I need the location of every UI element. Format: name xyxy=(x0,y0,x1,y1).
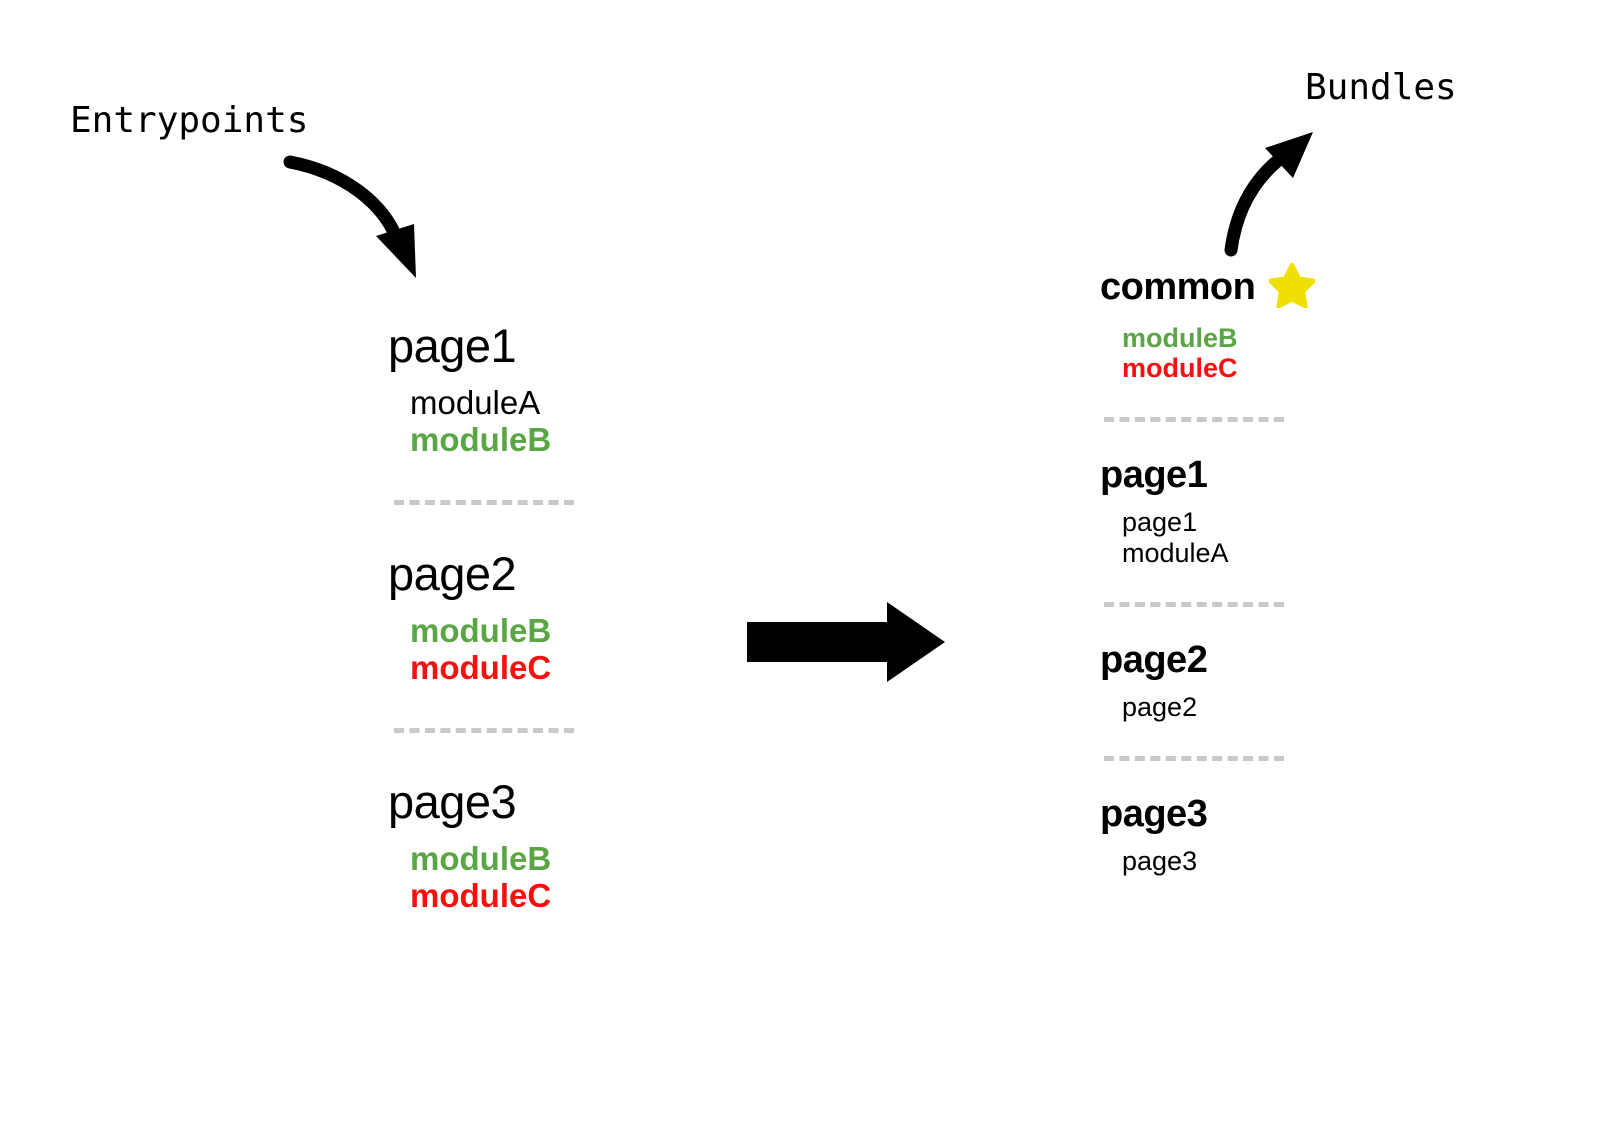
group-divider xyxy=(1104,756,1284,762)
bundle-group: common moduleB moduleC xyxy=(1100,262,1440,383)
entrypoint-name: page1 xyxy=(388,319,517,372)
entrypoints-label: Entrypoints xyxy=(70,100,309,141)
module-list: page3 xyxy=(1122,846,1440,876)
star-icon xyxy=(1269,262,1316,308)
module-item: moduleB xyxy=(1122,323,1238,353)
bundle-name: page2 xyxy=(1100,638,1208,681)
curved-arrow-down-right-icon xyxy=(283,155,416,278)
entrypoints-column: page1 moduleA moduleB page2 moduleB modu… xyxy=(388,322,688,915)
module-item: moduleB xyxy=(410,839,552,877)
module-list: moduleB moduleC xyxy=(1122,323,1440,383)
entrypoint-title-row: page2 xyxy=(388,550,688,597)
bundles-column: common moduleB moduleC page1 page1 modul… xyxy=(1100,262,1440,876)
module-item: moduleA xyxy=(1122,537,1229,568)
module-item: moduleB xyxy=(410,420,552,458)
module-item: page2 xyxy=(1122,691,1198,722)
module-item: moduleC xyxy=(410,648,552,686)
bundles-label: Bundles xyxy=(1305,67,1457,108)
module-item: moduleC xyxy=(410,876,552,914)
curved-arrow-up-right-icon xyxy=(1224,132,1313,257)
bundle-group: page3 page3 xyxy=(1100,795,1440,876)
module-list: page1 moduleA xyxy=(1122,507,1440,567)
bundle-group: page2 page2 xyxy=(1100,641,1440,722)
entrypoint-name: page3 xyxy=(388,774,517,828)
module-item: moduleA xyxy=(410,384,541,421)
entrypoint-name: page2 xyxy=(388,546,517,600)
module-list: moduleA moduleB xyxy=(410,384,688,459)
entrypoint-group: page2 moduleB moduleC xyxy=(388,550,688,687)
bundle-title-row: page2 xyxy=(1100,641,1440,679)
entrypoint-group: page3 moduleB moduleC xyxy=(388,778,688,915)
block-arrow-right-icon xyxy=(747,602,945,682)
bundle-title-row: page1 xyxy=(1100,456,1440,494)
group-divider xyxy=(1104,417,1284,423)
module-item: page3 xyxy=(1122,846,1198,877)
entrypoint-title-row: page1 xyxy=(388,322,688,369)
module-item: page1 xyxy=(1122,507,1198,538)
bundle-name: common xyxy=(1100,266,1256,308)
group-divider xyxy=(1104,601,1284,607)
module-list: moduleB moduleC xyxy=(410,839,688,915)
bundle-group: page1 page1 moduleA xyxy=(1100,456,1440,567)
bundle-name: page3 xyxy=(1100,793,1208,836)
group-divider xyxy=(394,727,574,733)
module-item: moduleB xyxy=(410,611,552,649)
module-list: moduleB moduleC xyxy=(410,611,688,687)
module-item: moduleC xyxy=(1122,353,1238,384)
bundle-name: page1 xyxy=(1100,454,1208,497)
module-list: page2 xyxy=(1122,692,1440,722)
bundle-title-row: common xyxy=(1100,262,1440,310)
group-divider xyxy=(394,499,574,505)
entrypoint-group: page1 moduleA moduleB xyxy=(388,322,688,459)
entrypoint-title-row: page3 xyxy=(388,778,688,825)
bundle-title-row: page3 xyxy=(1100,795,1440,833)
